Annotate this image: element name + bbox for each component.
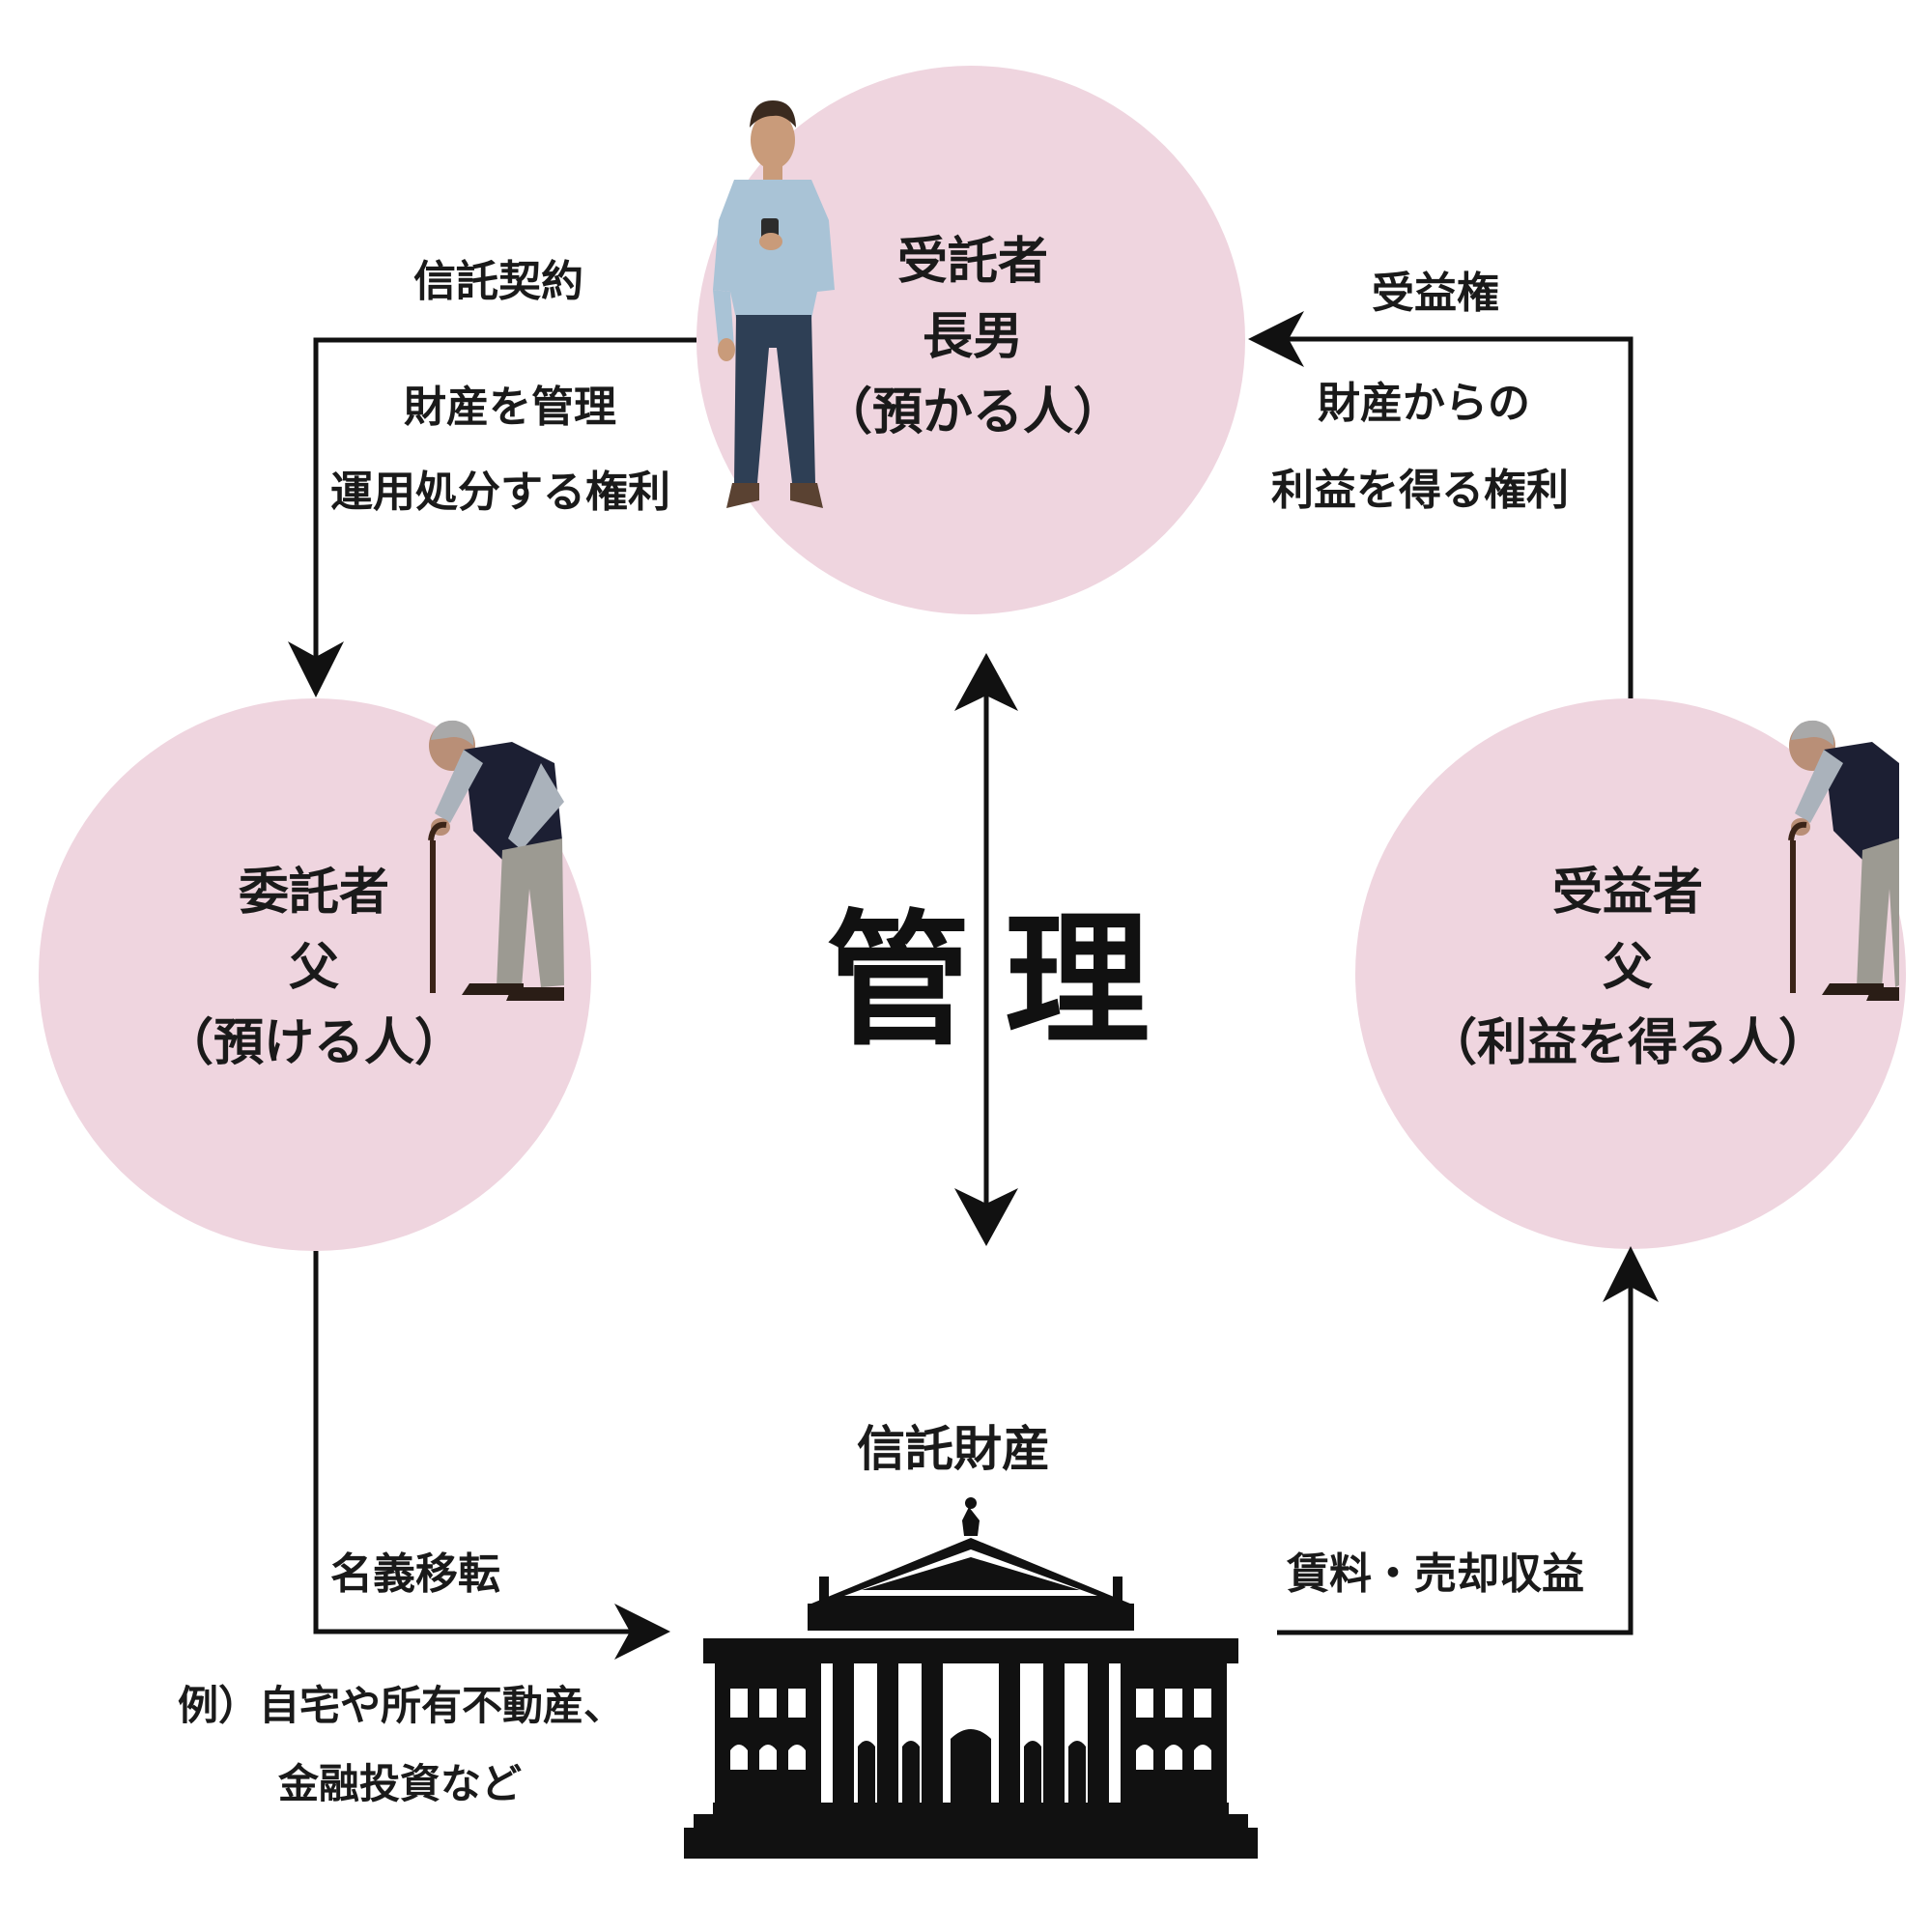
arrowhead-right <box>614 1604 670 1660</box>
arrowhead-down <box>288 641 344 697</box>
trust-property-title: 信託財産 <box>857 1420 1050 1477</box>
title-transfer-label: 名義移転 <box>330 1549 500 1599</box>
property-example-line2: 金融投資など <box>278 1760 523 1807</box>
settlor-label: 委託者 父 （預ける人） <box>145 855 483 1081</box>
revenue-label: 賃料・売却収益 <box>1287 1549 1584 1599</box>
arrowhead-up <box>1603 1246 1659 1302</box>
management-label-right: 理 <box>1005 895 1151 1065</box>
trustee-role: （預かる人） <box>821 383 1123 441</box>
trust-contract-label: 信託契約 <box>413 257 583 306</box>
trustee-rights-line2: 運用処分する権利 <box>330 468 670 517</box>
beneficiary-person: 父 <box>1602 938 1653 997</box>
trust-contract-connector <box>288 337 696 697</box>
title-transfer-connector <box>313 1251 670 1660</box>
young-man-with-phone-icon <box>713 100 835 508</box>
classical-building-icon <box>684 1497 1258 1859</box>
elderly-man-with-cane-icon <box>428 720 564 1001</box>
management-label-left: 管 <box>826 895 972 1065</box>
beneficial-right-connector <box>1248 311 1634 698</box>
beneficiary-label: 受益者 父 （利益を得る人） <box>1391 855 1864 1081</box>
arrowhead-left <box>1248 311 1304 367</box>
settlor-title: 委託者 <box>238 863 389 922</box>
beneficiary-rights-line2: 利益を得る権利 <box>1271 466 1569 515</box>
revenue-connector <box>1277 1246 1659 1635</box>
management-double-arrow <box>954 653 1018 1246</box>
trustee-title: 受託者 <box>896 232 1048 291</box>
property-example-line1: 例）自宅や所有不動産、 <box>178 1682 625 1729</box>
trustee-person: 長男 <box>922 307 1023 366</box>
trustee-label: 受託者 長男 （預かる人） <box>813 224 1132 450</box>
beneficiary-rights-line1: 財産からの <box>1318 379 1530 428</box>
beneficiary-title: 受益者 <box>1551 863 1703 922</box>
settlor-role: （預ける人） <box>162 1013 465 1072</box>
settlor-person: 父 <box>288 938 339 997</box>
beneficiary-role: （利益を得る人） <box>1426 1013 1829 1072</box>
elderly-man-with-cane-icon <box>1788 720 1899 1001</box>
trustee-rights-line1: 財産を管理 <box>404 383 616 432</box>
beneficial-right-label: 受益権 <box>1372 269 1499 318</box>
